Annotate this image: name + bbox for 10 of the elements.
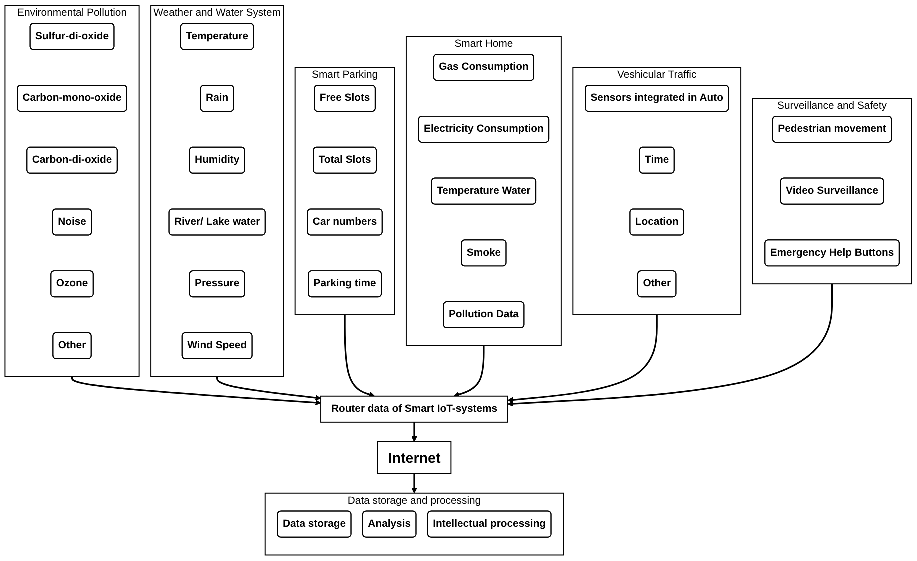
- node-box: Router data of Smart IoT-systems: [320, 396, 508, 423]
- arrow: [508, 284, 834, 407]
- arrow: [216, 376, 322, 401]
- arrow: [412, 474, 418, 494]
- arrow: [454, 346, 485, 398]
- arrow: [412, 422, 418, 442]
- arrow: [344, 315, 376, 398]
- arrow: [508, 315, 658, 403]
- node-box: Internet: [377, 441, 452, 474]
- arrow: [71, 376, 322, 406]
